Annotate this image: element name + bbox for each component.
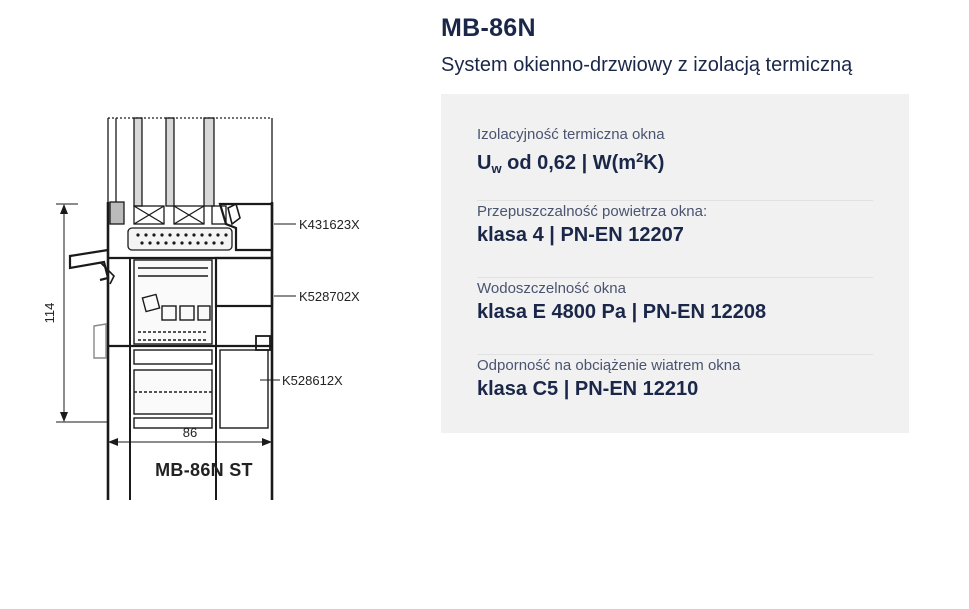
spec-label: Wodoszczelność okna [477, 280, 626, 297]
spacer-cross [211, 205, 227, 225]
spec-value: klasa 4 | PN-EN 12207 [477, 224, 684, 246]
seal-strip [127, 227, 233, 251]
spec-thermal-insulation: Izolacyjność termiczna okna Uw od 0,62 |… [477, 124, 873, 201]
spec-water-tightness: Wodoszczelność okna klasa E 4800 Pa | PN… [477, 278, 873, 355]
frame-chamber [219, 349, 269, 429]
glass-pane [133, 117, 143, 207]
u-value-symbol: U [477, 152, 492, 174]
spec-value: klasa E 4800 Pa | PN-EN 12208 [477, 301, 767, 323]
spec-value: klasa C5 | PN-EN 12210 [477, 378, 699, 400]
profile-label-bottom: K528612X [282, 373, 343, 388]
cross-section-drawing: K431623X K528702X K528612X 86 114 [42, 117, 360, 500]
insulation-chamber [179, 305, 195, 321]
frame-clip [255, 335, 271, 351]
insulation-chamber [161, 305, 177, 321]
spacer-cross [173, 205, 205, 225]
u-value-superscript: 2 [636, 150, 644, 165]
profile-label-middle: K528702X [299, 289, 360, 304]
specs-panel: Izolacyjność termiczna okna Uw od 0,62 |… [441, 94, 909, 433]
height-dimension-value: 114 [42, 303, 57, 324]
frame-chamber [133, 349, 213, 365]
product-title: MB-86N [441, 14, 536, 42]
insulation-chamber [141, 293, 161, 313]
thermal-break-zone [133, 259, 213, 345]
glass-pane [203, 117, 215, 207]
spec-label: Odporność na obciążenie wiatrem okna [477, 357, 741, 374]
u-value-subscript: w [491, 161, 502, 176]
spec-wind-resistance: Odporność na obciążenie wiatrem okna kla… [477, 355, 873, 432]
glass-pane [165, 117, 175, 207]
frame-outline [106, 202, 274, 500]
diagram-caption: MB-86N ST [155, 460, 253, 480]
spacer-bar [109, 201, 125, 225]
profile-label-top: K431623X [299, 217, 360, 232]
inside-trim [93, 323, 107, 359]
spacer-cross [133, 205, 165, 225]
profile-cross-section-diagram: K431623X K528702X K528612X 86 114 [30, 100, 430, 500]
spec-value: Uw od 0,62 | W(m2K) [477, 145, 873, 182]
u-value-main: od 0,62 | W(m [501, 152, 637, 174]
u-value-tail: K) [643, 152, 665, 174]
spec-label: Izolacyjność termiczna okna [477, 126, 665, 143]
product-subtitle: System okienno-drzwiowy z izolacją termi… [441, 54, 853, 76]
insulation-chamber [197, 305, 211, 321]
sash-chamber [214, 256, 274, 308]
frame-chamber [133, 417, 213, 429]
spec-label: Przepuszczalność powietrza okna: [477, 203, 708, 220]
weather-bar [68, 248, 110, 282]
spec-air-permeability: Przepuszczalność powietrza okna: klasa 4… [477, 201, 873, 278]
width-dimension-value: 86 [183, 425, 197, 440]
